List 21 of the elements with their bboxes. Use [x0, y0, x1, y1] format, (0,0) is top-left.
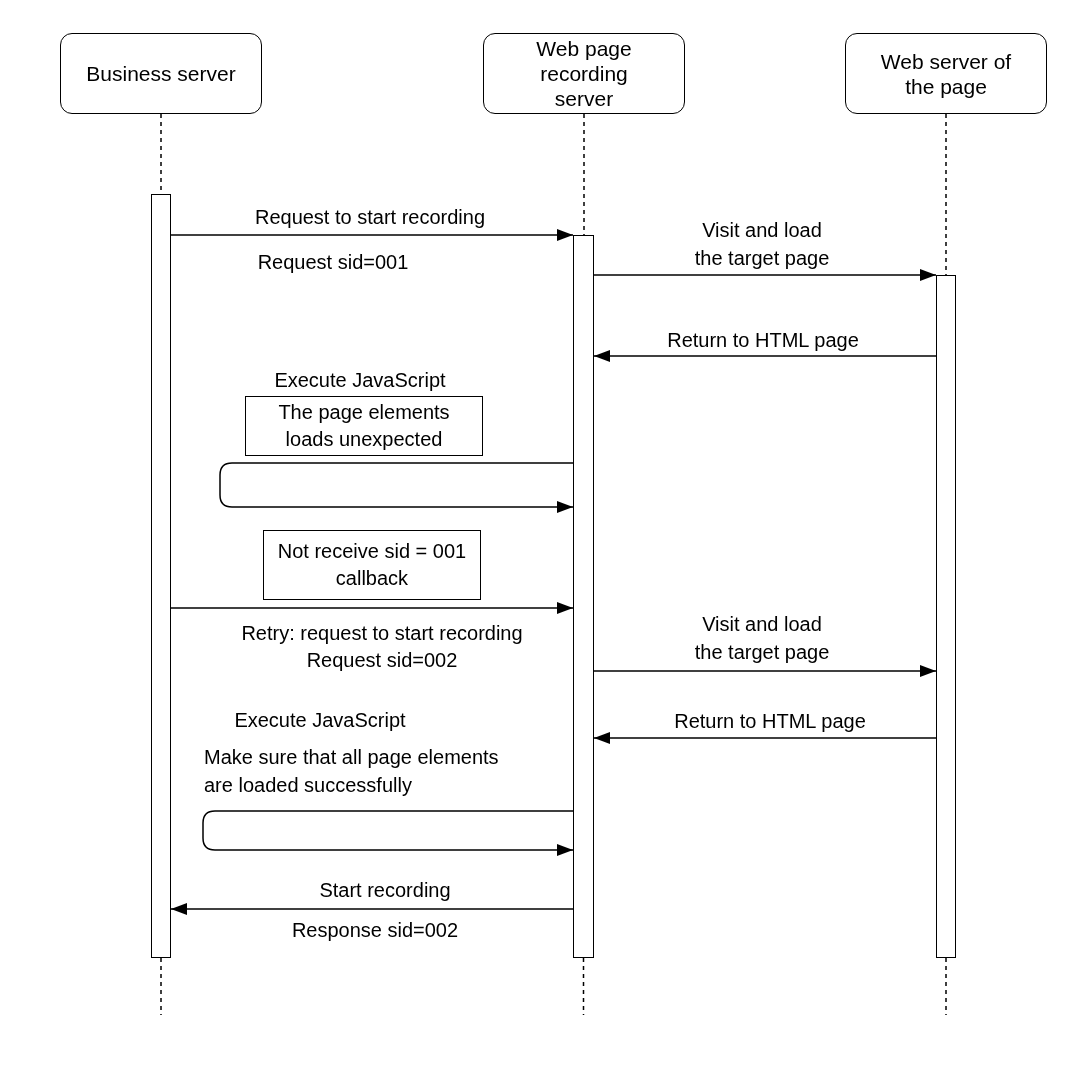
participant-box: Web page recording server	[483, 33, 685, 114]
participant-box: Web server of the page	[845, 33, 1047, 114]
activation-bar	[573, 235, 594, 958]
message-note: Make sure that all page elements are loaded successfully	[204, 745, 500, 798]
self-message-arrow	[219, 462, 574, 513]
message-arrow	[593, 732, 937, 744]
note-box: Not receive sid = 001 callback	[263, 530, 481, 600]
participant-box: Business server	[60, 33, 262, 114]
message-arrow	[593, 269, 937, 281]
lifeline	[945, 957, 947, 1016]
message-arrow	[170, 602, 574, 614]
lifeline	[582, 957, 585, 1016]
note-box: The page elements loads unexpected	[245, 396, 483, 456]
message-arrow	[170, 903, 574, 915]
self-message-arrow	[202, 810, 574, 856]
message-arrow	[593, 665, 937, 677]
activation-bar	[151, 194, 171, 958]
message-arrow	[593, 350, 937, 362]
lifeline	[160, 957, 162, 1016]
activation-bar	[936, 275, 956, 958]
message-arrow	[170, 229, 574, 241]
